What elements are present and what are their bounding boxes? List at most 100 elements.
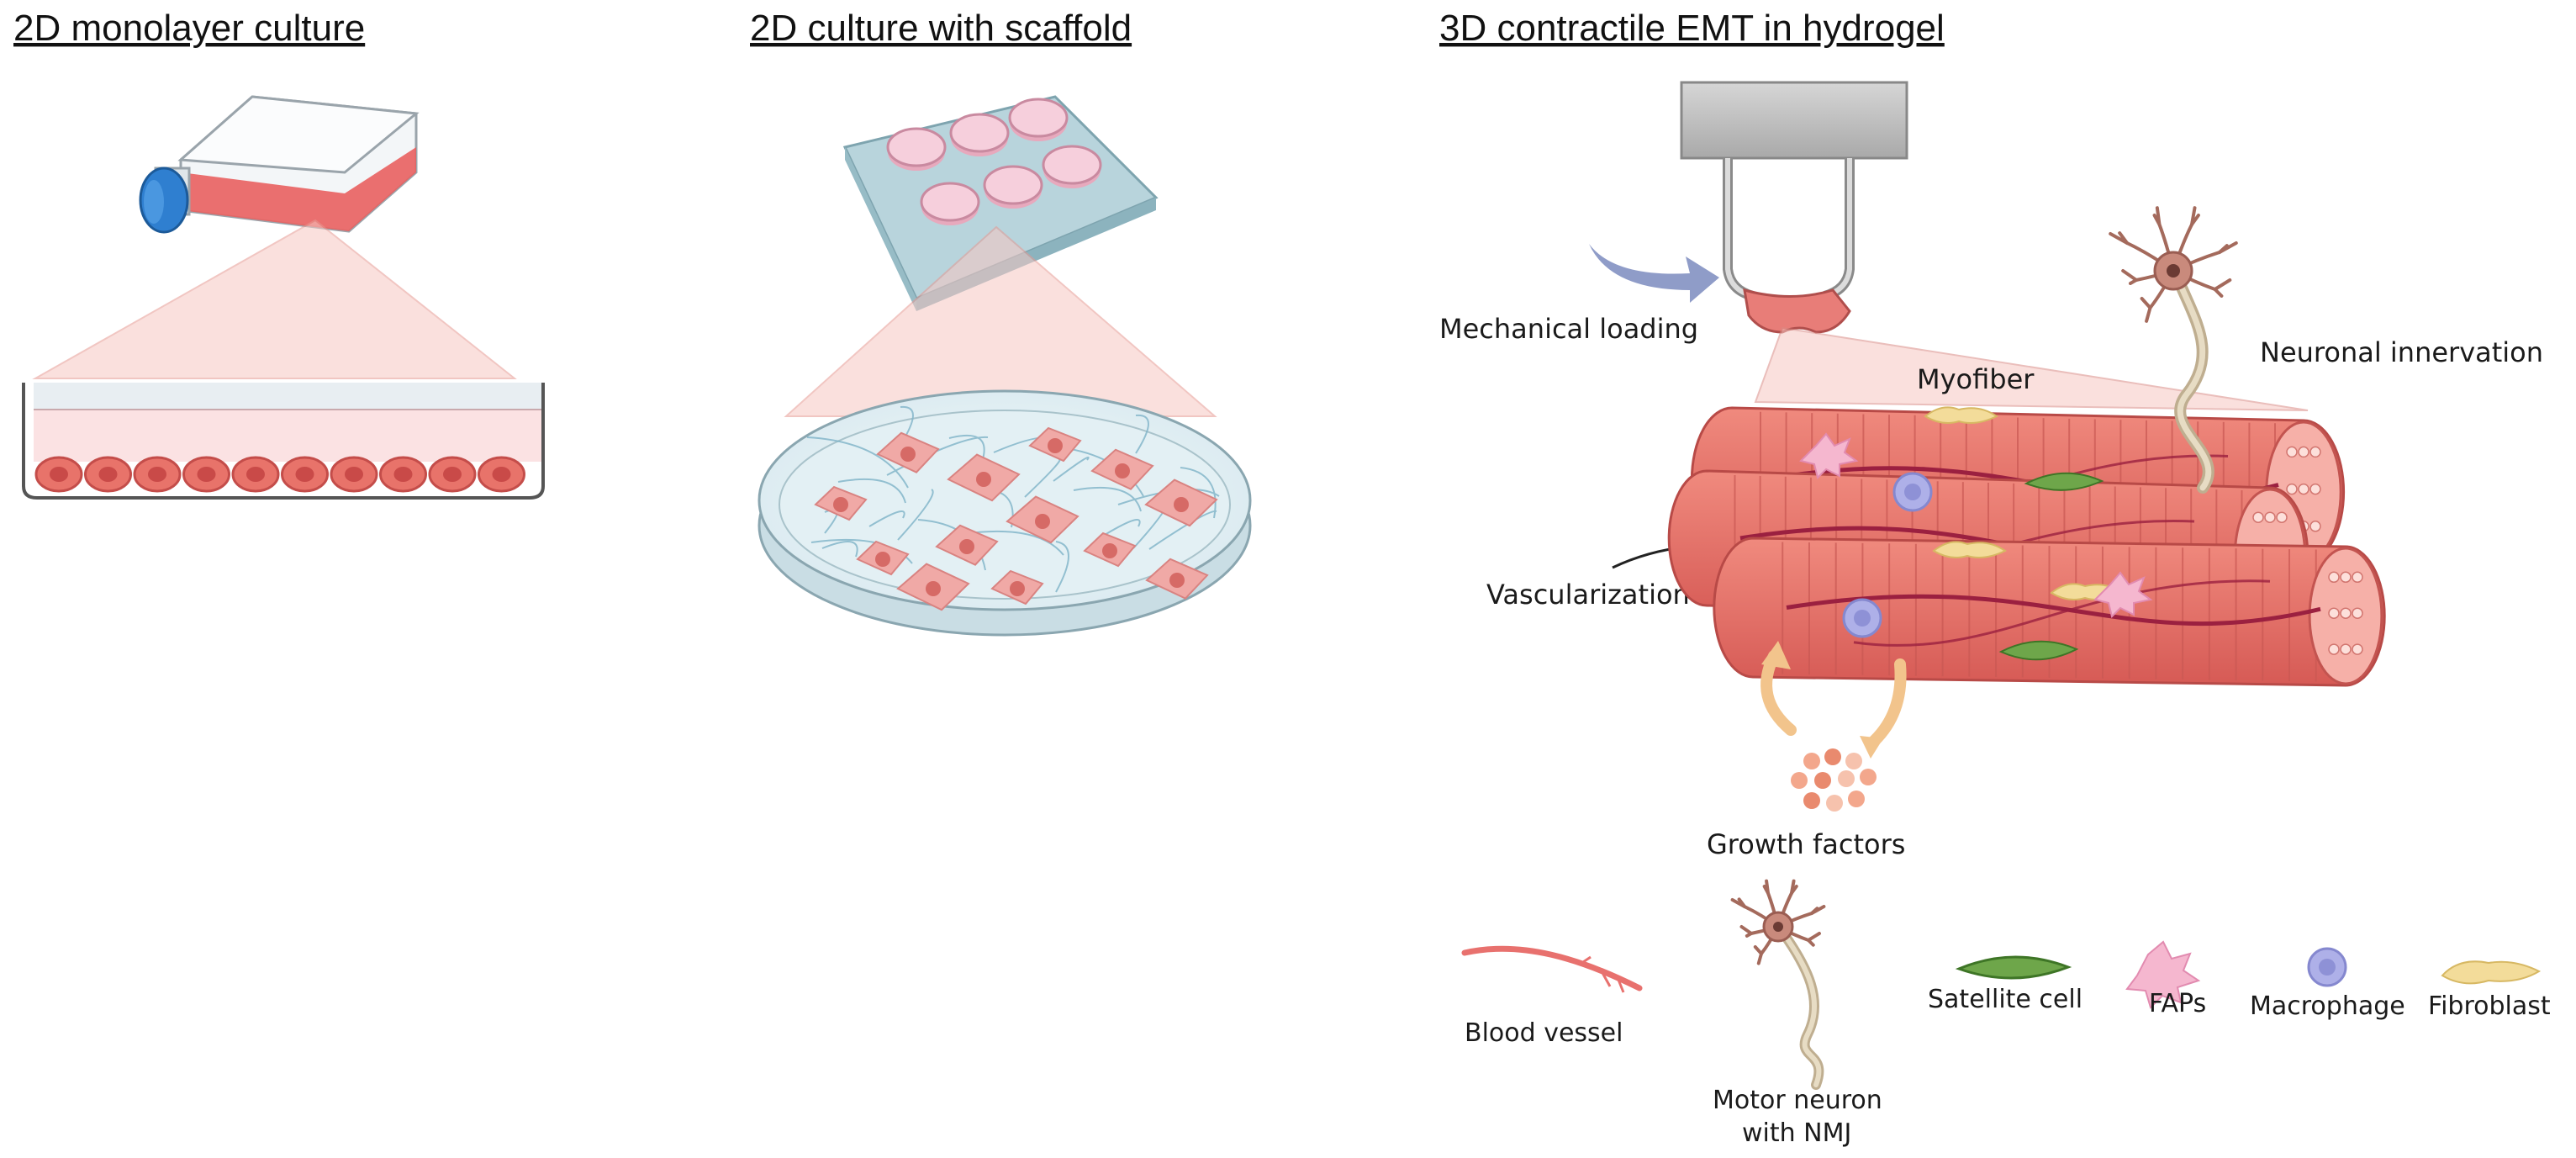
cell-nucleus: [900, 447, 916, 462]
zoom-cone: [1754, 326, 2309, 411]
zoom-cone: [32, 219, 517, 379]
dendrite-branch: [2190, 206, 2200, 226]
cell-nucleus: [926, 581, 941, 596]
legend-satellite-cell-icon: [1955, 955, 2072, 980]
dendrite-branch: [1730, 897, 1746, 908]
dendrite-branch: [2152, 206, 2162, 226]
legend-faps-icon: [2125, 940, 2201, 1009]
scaffold-fiber: [837, 478, 906, 504]
legend-motor-neuron-icon: [1730, 879, 1826, 1090]
fap-cell: [1799, 432, 1859, 479]
plate-well-rim: [1042, 145, 1102, 185]
cell-nucleus: [833, 497, 848, 512]
label-mechanical-loading: Mechanical loading: [1439, 313, 1698, 345]
cell-nucleus: [875, 552, 890, 567]
scaffold-fiber: [1104, 519, 1141, 536]
plate-well-rim: [1008, 98, 1069, 138]
zoom-cone: [784, 225, 1217, 417]
cell-nucleus: [492, 467, 511, 482]
dendrite-branch: [2218, 241, 2238, 254]
scaffold-fiber: [948, 434, 985, 460]
panel-monolayer: 2D monolayer culture: [13, 8, 545, 500]
dendrite-branch: [1807, 932, 1821, 947]
cell-nucleus: [1010, 581, 1025, 596]
label-vascularization: Vascularization: [1486, 579, 1690, 611]
macrophage-nucleus: [1904, 484, 1921, 500]
satellite-cell: [1998, 640, 2079, 661]
plate-well-rim: [949, 113, 1010, 153]
mechanical-loading-arrow-icon: [1589, 244, 1719, 303]
scaffold-fiber: [1053, 456, 1090, 482]
legend-label-blood-vessel: Blood vessel: [1465, 1018, 1623, 1048]
cell-nucleus: [959, 539, 974, 554]
growth-factor-dot: [1814, 772, 1831, 789]
growth-factor-dot: [1838, 770, 1855, 787]
culture-flask-icon: [139, 95, 420, 234]
mechanical-tester-icon: [1680, 81, 1908, 334]
panel-title-monolayer: 2D monolayer culture: [13, 8, 365, 49]
fibroblast-cell: [1932, 541, 2007, 558]
dendrite-branch: [1810, 905, 1826, 915]
scaffold-fiber: [1135, 414, 1149, 454]
plate-well-rim: [920, 182, 980, 222]
scaffold-fiber: [821, 541, 858, 558]
well-plate-icon: [842, 95, 1159, 311]
cell-nucleus: [1115, 463, 1130, 479]
label-myofiber: Myofiber: [1917, 363, 2035, 395]
scaffold-fiber: [868, 510, 905, 527]
petri-dish-icon: [757, 389, 1252, 637]
legend-label-macrophage: Macrophage: [2250, 991, 2405, 1021]
growth-factor-dot: [1826, 795, 1843, 812]
monolayer-cells: [34, 456, 525, 493]
cell-nucleus: [1048, 438, 1063, 453]
dendrite-branch: [2213, 278, 2232, 298]
legend-fibroblast-icon: [2441, 960, 2542, 985]
cell-nucleus: [197, 467, 216, 482]
legend: Blood vessel Motor neuron with NMJ Satel…: [1461, 879, 2551, 1148]
panel-title-emt: 3D contractile EMT in hydrogel: [1439, 8, 1945, 49]
cell-nucleus: [1035, 514, 1050, 529]
fap-cell: [2093, 571, 2153, 618]
scaffold-fiber: [1055, 541, 1069, 593]
cell-nucleus: [345, 467, 363, 482]
panel-scaffold: 2D culture with scaffold: [750, 8, 1252, 637]
satellite-cell: [2024, 472, 2104, 491]
innervating-neuron-icon: [2109, 206, 2238, 494]
cell-nucleus: [1169, 573, 1185, 588]
cell-nucleus: [1174, 497, 1189, 512]
plate-well-rim: [886, 127, 947, 167]
dendrite-branch: [1753, 945, 1763, 965]
cell-nucleus: [393, 467, 413, 482]
label-neuronal-innervation: Neuronal innervation: [2260, 336, 2543, 368]
legend-macrophage-icon: [2307, 947, 2347, 987]
growth-factor-cycle: [1760, 641, 1907, 812]
legend-label-fibroblast: Fibroblast: [2428, 991, 2551, 1021]
myofiber-bottom: [1713, 537, 2386, 687]
macrophage-nucleus: [1854, 610, 1871, 627]
panel-title-scaffold: 2D culture with scaffold: [750, 8, 1132, 49]
muscle-bundle-illustration: [1667, 406, 2386, 687]
culture-well-cross-section: [22, 383, 545, 500]
scaffold-fiber: [1180, 467, 1217, 519]
cell-nucleus: [976, 472, 991, 487]
growth-factor-dot: [1791, 772, 1808, 789]
scaffold-fiber: [962, 530, 1064, 556]
growth-factor-dot: [1845, 753, 1862, 769]
dendrite-branch: [2121, 269, 2138, 285]
scaffold-fiber: [1073, 486, 1142, 512]
scaffold-fiber: [897, 489, 934, 541]
growth-factor-dot: [1848, 791, 1865, 807]
cell-nucleus: [50, 467, 68, 482]
label-growth-factors: Growth factors: [1707, 828, 1905, 860]
growth-factor-dot: [1824, 748, 1841, 765]
legend-label-motor-neuron: Motor neuron: [1713, 1086, 1882, 1115]
growth-factor-dot: [1803, 753, 1820, 769]
cell-nucleus: [1102, 543, 1117, 558]
cell-nucleus: [148, 467, 166, 482]
dendrite-branch: [1739, 925, 1753, 938]
dendrite-branch: [1790, 879, 1798, 895]
cell-nucleus: [295, 467, 314, 482]
plate-well-rim: [983, 165, 1043, 205]
cell-nucleus: [246, 467, 265, 482]
